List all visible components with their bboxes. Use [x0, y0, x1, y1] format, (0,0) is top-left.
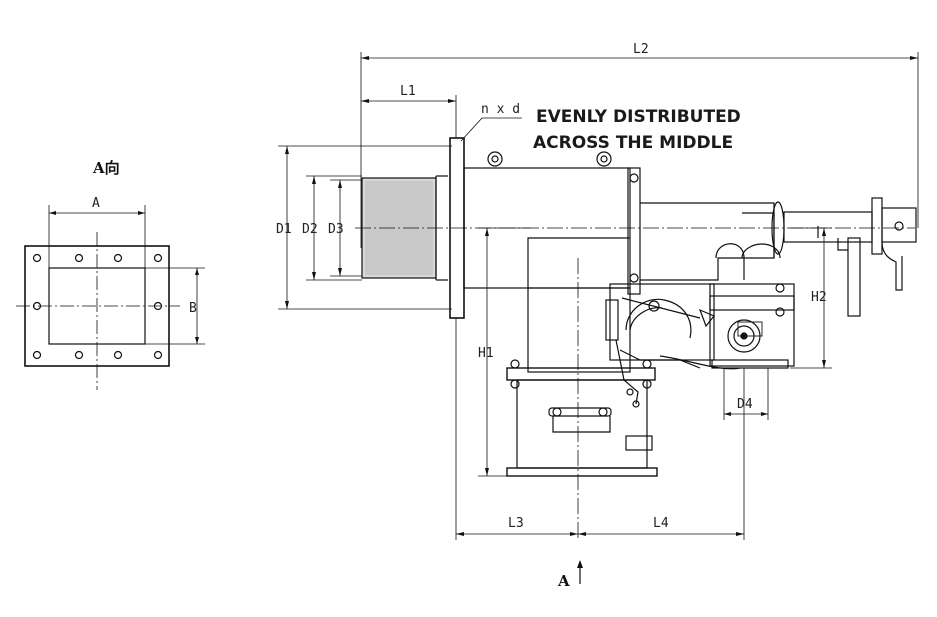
hole-leader [460, 117, 522, 142]
actuator-assembly [605, 283, 795, 408]
dim-h2-label: H2 [811, 290, 827, 305]
dim-holes-label: n x d [481, 102, 520, 117]
dimension-l1 [361, 95, 457, 138]
dim-d4-label: D4 [737, 397, 753, 412]
dim-d2-label: D2 [302, 222, 318, 237]
dim-l3-label: L3 [508, 516, 524, 531]
view-marker-label: A [557, 572, 570, 590]
a-view-bolt-holes [32, 253, 163, 360]
a-view-flange [16, 205, 205, 390]
damper-linkage [548, 407, 612, 433]
note-line-1: EVENLY DISTRIBUTED [536, 107, 741, 127]
main-body-horizontal [463, 151, 641, 295]
a-view-title: A向 [92, 159, 120, 177]
dimension-d4 [723, 368, 769, 420]
dim-h1-label: H1 [478, 346, 494, 361]
dim-l4-label: L4 [653, 516, 669, 531]
dim-a-label: A [92, 196, 100, 211]
dimension-l2 [360, 52, 919, 248]
dim-b-label: B [189, 301, 197, 316]
dimension-h1 [478, 227, 530, 477]
air-duct [640, 197, 917, 317]
dim-l1-label: L1 [400, 84, 416, 99]
note-line-2: ACROSS THE MIDDLE [533, 133, 733, 153]
dim-l2-label: L2 [633, 42, 649, 57]
dimension-h2 [790, 227, 832, 369]
dimension-l3-l4 [455, 318, 745, 540]
view-arrow [577, 560, 583, 584]
dim-d3-label: D3 [328, 222, 344, 237]
dim-d1-label: D1 [276, 222, 292, 237]
diameter-dimensions [278, 145, 452, 310]
